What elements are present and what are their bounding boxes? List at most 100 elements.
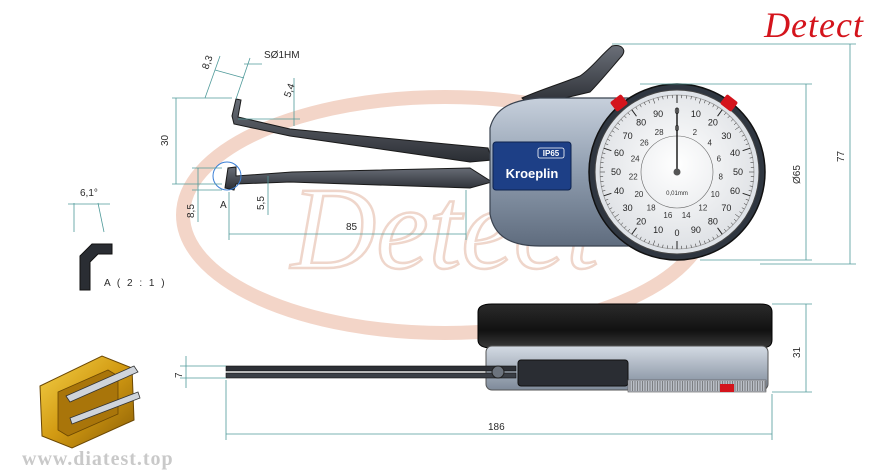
dial-inner-number: 6 (717, 154, 722, 163)
dial-inner-number: 16 (663, 211, 672, 220)
dial-tick (743, 138, 747, 141)
side-red-marker (720, 384, 734, 392)
dial-ticks (600, 95, 754, 249)
side-dimension-labels: 7 31 186 (174, 346, 803, 433)
dial-inner-number: 8 (719, 173, 724, 182)
dial-tick (607, 203, 611, 206)
dial-tick (723, 112, 727, 116)
dial-tick (748, 190, 752, 192)
side-window (517, 359, 629, 387)
dim-lower-tip: 8,5 (186, 204, 197, 218)
dial-resolution: 0,01mm (666, 191, 688, 197)
dial-tick (749, 185, 753, 187)
dial-tick (617, 218, 621, 222)
dial-outer-scale: 01020304050607080900102030405060708090 (611, 106, 743, 238)
brand-plate-text: Kroeplin (506, 166, 559, 181)
dial-tick (605, 143, 609, 145)
front-view: Kroeplin IP65 01020304050607080900102030… (212, 45, 766, 261)
dial-outer-number: 20 (636, 216, 646, 226)
dial-tick (739, 130, 743, 133)
dial-outer-number: 30 (623, 203, 633, 213)
dial-tick (643, 238, 646, 242)
dial-outer-number: 90 (691, 225, 701, 235)
dial-tick (739, 211, 743, 214)
dial-tick (662, 96, 664, 100)
dial-tick (657, 97, 659, 101)
dial-inner-number: 20 (634, 190, 643, 199)
dial-outer-number: 20 (708, 118, 718, 128)
side-arm-lower (225, 372, 517, 379)
dial-tick (635, 106, 638, 110)
dial-outer-number: 70 (721, 203, 731, 213)
dial-tick (742, 147, 751, 152)
dial-tick (603, 192, 612, 197)
dial-inner-number: 10 (711, 190, 720, 199)
dial-tick (723, 228, 727, 232)
front-dimensions (172, 43, 856, 265)
dial-outer-number: 50 (611, 167, 621, 177)
brand-logo: Detect (764, 5, 864, 45)
dial-tick (748, 152, 752, 154)
dial-tick (601, 185, 605, 187)
dial-inner-number: 24 (631, 154, 640, 163)
dial-tick (611, 211, 615, 214)
dial-tick (657, 243, 659, 247)
detail-a-view: 6,1° A ( 2 : 1 ) (68, 188, 167, 291)
dial-tick (635, 234, 638, 238)
dial-tick (716, 234, 719, 238)
dial-tick (624, 225, 627, 229)
side-top-cylinder (477, 303, 773, 349)
dial-tick (620, 222, 624, 225)
dial-tick (699, 240, 702, 246)
dim-arm-thickness: 7 (174, 372, 185, 378)
dial-tick (733, 218, 737, 222)
tolerance-marker-left (610, 94, 628, 112)
dial-outer-number: 0 (674, 228, 679, 238)
dial-pivot (673, 168, 681, 176)
dim-sphere: SØ1HM (264, 50, 300, 61)
dial-tick (614, 126, 619, 130)
dial-tick (690, 244, 692, 248)
tolerance-marker-right (720, 94, 738, 112)
upper-arm (231, 98, 493, 163)
ip-badge (537, 147, 565, 159)
dim-body-thickness: 31 (792, 346, 803, 358)
dial-tick (617, 122, 621, 126)
side-arm-upper (225, 365, 517, 372)
dim-angle: 6,1° (80, 188, 98, 199)
ip-badge-text: IP65 (543, 149, 560, 158)
dial-tick (717, 227, 723, 235)
lever-handle (521, 45, 625, 107)
dial-inner-number: 28 (655, 128, 664, 137)
dial-tick (735, 126, 740, 130)
probe-arm-lower (69, 391, 141, 425)
dial-outer-number: 60 (730, 186, 740, 196)
dial-outer-number: 10 (653, 225, 663, 235)
dial-inner-number: 18 (647, 204, 656, 213)
dial-tick (662, 244, 664, 248)
dial-tick (717, 109, 723, 117)
dial-tick (624, 115, 627, 119)
dial-tick (745, 199, 749, 201)
dial-tick (652, 98, 655, 104)
dim-detail-callout: A (220, 200, 227, 211)
dial-tick (695, 97, 697, 101)
dial-tick (742, 192, 751, 197)
detail-label: A ( 2 : 1 ) (104, 278, 167, 289)
dial-inner-number: 2 (693, 128, 698, 137)
dial-tick (614, 214, 619, 218)
dial-inner-number: 12 (698, 204, 707, 213)
dial-tick (708, 238, 711, 242)
dial-outer-number: 40 (730, 148, 740, 158)
dial-tick (690, 96, 692, 100)
dial-tick (609, 134, 613, 137)
dim-dial-diameter: Ø65 (792, 165, 803, 184)
dial-inner-number: 22 (629, 173, 638, 182)
dim-tip-height: 8,3 (200, 54, 215, 71)
probe-arm-upper (65, 365, 139, 403)
dial-tick (745, 143, 749, 145)
dial-tick (733, 122, 737, 126)
detail-tip-profile (79, 243, 113, 291)
dial-tick (648, 240, 650, 244)
